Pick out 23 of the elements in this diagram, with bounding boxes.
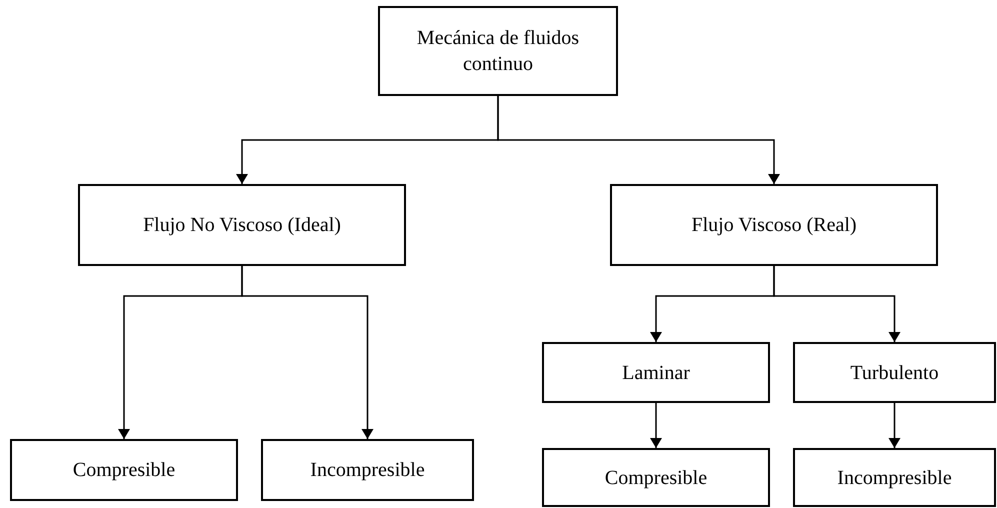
box-label: Incompresible bbox=[837, 466, 952, 490]
box-label: Mecánica de fluidos continuo bbox=[416, 26, 580, 77]
box-label: Flujo Viscoso (Real) bbox=[691, 213, 857, 238]
process-box bbox=[610, 184, 938, 266]
box-label: Flujo No Viscoso (Ideal) bbox=[143, 213, 341, 238]
process-box bbox=[542, 342, 770, 403]
process-box bbox=[793, 448, 996, 507]
process-box bbox=[78, 184, 406, 266]
process-box bbox=[10, 439, 238, 501]
process-box bbox=[542, 448, 770, 507]
process-box bbox=[378, 6, 618, 96]
box-label: Turbulento bbox=[850, 360, 939, 386]
box-label: Incompresible bbox=[310, 458, 425, 483]
box-label: Compresible bbox=[604, 466, 708, 490]
arrow bbox=[888, 403, 900, 448]
arrow bbox=[773, 266, 900, 342]
box-label: Laminar bbox=[622, 360, 690, 386]
arrow bbox=[497, 96, 780, 184]
arrow bbox=[650, 403, 662, 448]
process-box bbox=[261, 439, 474, 501]
process-box bbox=[793, 342, 996, 403]
arrow bbox=[241, 266, 374, 439]
box-label: Compresible bbox=[72, 458, 176, 483]
